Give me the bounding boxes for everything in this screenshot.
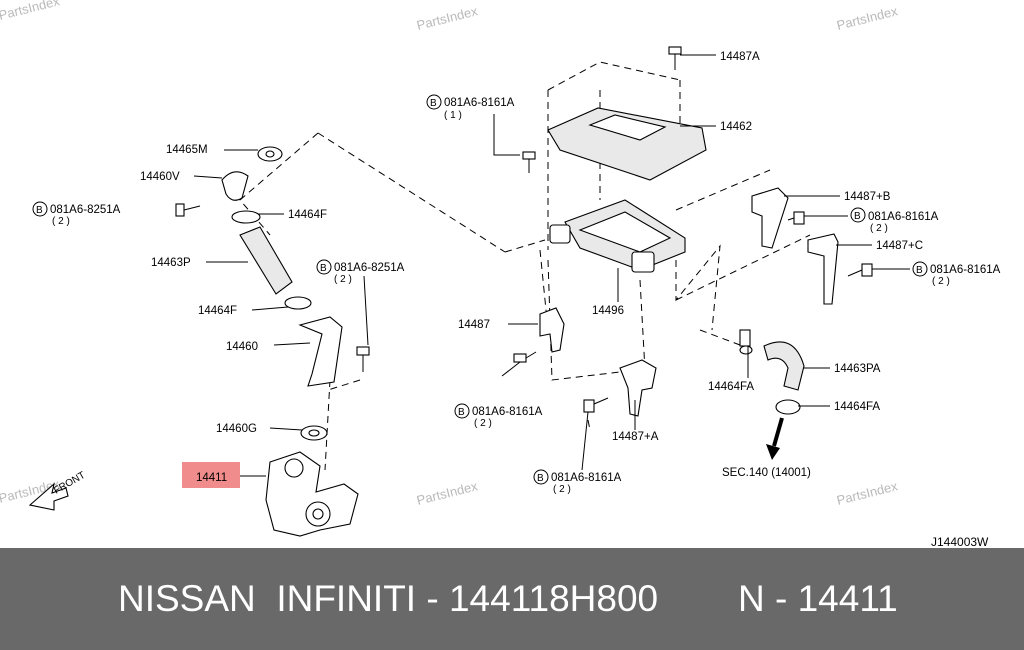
callout-14464FA-upper[interactable]: 14464FA <box>708 381 754 393</box>
part-bolt-r1[interactable] <box>787 211 805 225</box>
part-14463P-hose[interactable] <box>239 226 293 295</box>
callout-bolt-mid-qty: ( 2 ) <box>334 274 352 285</box>
bolt-symbol-mid: B <box>320 263 327 274</box>
sec-arrow-icon <box>766 417 784 460</box>
callout-14462[interactable]: 14462 <box>720 121 752 133</box>
bolt-symbol-c1: B <box>458 407 465 418</box>
part-14464F-clamp-upper[interactable] <box>231 210 261 224</box>
watermark-bottom-right: PartsIndex <box>835 478 899 508</box>
callout-14464F-upper[interactable]: 14464F <box>288 209 327 221</box>
part-14487-bracket[interactable] <box>539 307 565 353</box>
part-bolt-c1[interactable] <box>513 351 537 363</box>
callout-14463P[interactable]: 14463P <box>151 257 191 269</box>
parts-diagram: PartsIndex PartsIndex PartsIndex PartsIn… <box>0 0 1001 548</box>
part-14464F-clamp-lower[interactable] <box>284 296 312 310</box>
part-bolt-r2[interactable] <box>847 263 873 277</box>
watermark-top-right: PartsIndex <box>835 3 899 33</box>
callout-bolt-c1-code[interactable]: 081A6-8161A <box>472 406 543 418</box>
front-label: FRONT <box>52 470 87 497</box>
part-14411-turbocharger[interactable] <box>265 451 359 537</box>
part-bolt-left[interactable] <box>175 203 201 217</box>
part-14462-plate[interactable] <box>547 107 707 181</box>
part-bolt-top-left[interactable] <box>522 151 536 173</box>
callout-bolt-left-qty: ( 2 ) <box>52 216 70 227</box>
part-bolt-mid[interactable] <box>356 346 370 372</box>
part-14464FA-clamp-lower[interactable] <box>775 399 801 415</box>
callout-14460[interactable]: 14460 <box>226 341 258 353</box>
watermark-bottom-center: PartsIndex <box>415 478 479 508</box>
callout-14460G[interactable]: 14460G <box>216 423 257 435</box>
callout-sec-140[interactable]: SEC.140 (14001) <box>722 467 811 479</box>
callout-14487A[interactable]: 14487A <box>720 51 760 63</box>
part-14487B-bracket[interactable] <box>751 187 789 249</box>
bolt-symbol-left: B <box>36 205 43 216</box>
callout-bolt-c1-qty: ( 2 ) <box>474 418 492 429</box>
part-14460-tube[interactable] <box>298 316 343 387</box>
callout-bolt-top-code[interactable]: 081A6-8161A <box>444 97 515 109</box>
diagram-code: J144003W <box>931 535 989 548</box>
part-bolt-14487A[interactable] <box>668 46 682 70</box>
callout-14496[interactable]: 14496 <box>592 305 624 317</box>
assembly-lines <box>239 61 811 471</box>
callout-14487plusC[interactable]: 14487+C <box>876 240 923 252</box>
footer-bar: NISSAN INFINITI - 144118H800 N - 14411 <box>0 548 1024 650</box>
footer-reference: N - 14411 <box>738 578 898 619</box>
callout-14464FA-lower[interactable]: 14464FA <box>834 401 880 413</box>
leader-lines <box>193 54 910 471</box>
footer-part-number: NISSAN INFINITI - 144118H800 <box>118 578 659 619</box>
part-14460G-gasket[interactable] <box>300 425 328 441</box>
bolt-symbol-r2: B <box>916 265 923 276</box>
part-14487C-bracket[interactable] <box>807 233 839 305</box>
part-14487A-bracket[interactable] <box>619 359 657 417</box>
callout-bolt-r1-code[interactable]: 081A6-8161A <box>868 211 939 223</box>
callout-bolt-top-qty: ( 1 ) <box>444 110 462 121</box>
callout-bolt-c2-qty: ( 2 ) <box>553 484 571 495</box>
callout-bolt-mid-code[interactable]: 081A6-8251A <box>334 262 405 274</box>
part-14464FA-clamp-upper[interactable] <box>739 329 753 355</box>
watermark-top-center: PartsIndex <box>415 3 479 33</box>
callout-bolt-c2-code[interactable]: 081A6-8161A <box>551 472 622 484</box>
part-14496-cooler[interactable] <box>549 199 686 273</box>
callout-14411-highlight <box>182 462 240 488</box>
callouts: 14487A 14462 081A6-8161A ( 1 ) 14465M 14… <box>50 51 1001 495</box>
callout-14487[interactable]: 14487 <box>458 319 490 331</box>
bolt-symbol-r1: B <box>854 211 861 222</box>
callout-14464F-lower[interactable]: 14464F <box>198 305 237 317</box>
callout-14460V[interactable]: 14460V <box>140 171 180 183</box>
callout-bolt-r1-qty: ( 2 ) <box>870 223 888 234</box>
callout-14465M[interactable]: 14465M <box>166 144 208 156</box>
callout-bolt-r2-qty: ( 2 ) <box>932 276 950 287</box>
callout-bolt-r2-code[interactable]: 081A6-8161A <box>930 264 1001 276</box>
watermark-top-left: PartsIndex <box>0 0 62 23</box>
part-bolt-c2[interactable] <box>583 397 609 413</box>
part-14463PA-hose[interactable] <box>763 341 805 391</box>
callout-14463PA[interactable]: 14463PA <box>834 363 881 375</box>
part-14465M-gasket[interactable] <box>257 146 283 162</box>
bolt-symbols: B B B B B B B <box>32 94 928 485</box>
bolt-symbol-top: B <box>430 98 437 109</box>
callout-bolt-left-code[interactable]: 081A6-8251A <box>50 204 121 216</box>
callout-14411[interactable]: 14411 <box>196 472 227 484</box>
bolt-symbol-c2: B <box>537 473 544 484</box>
callout-14487plusA[interactable]: 14487+A <box>612 431 659 443</box>
part-14460V-elbow[interactable] <box>221 171 249 201</box>
callout-14487plusB[interactable]: 14487+B <box>844 191 891 203</box>
